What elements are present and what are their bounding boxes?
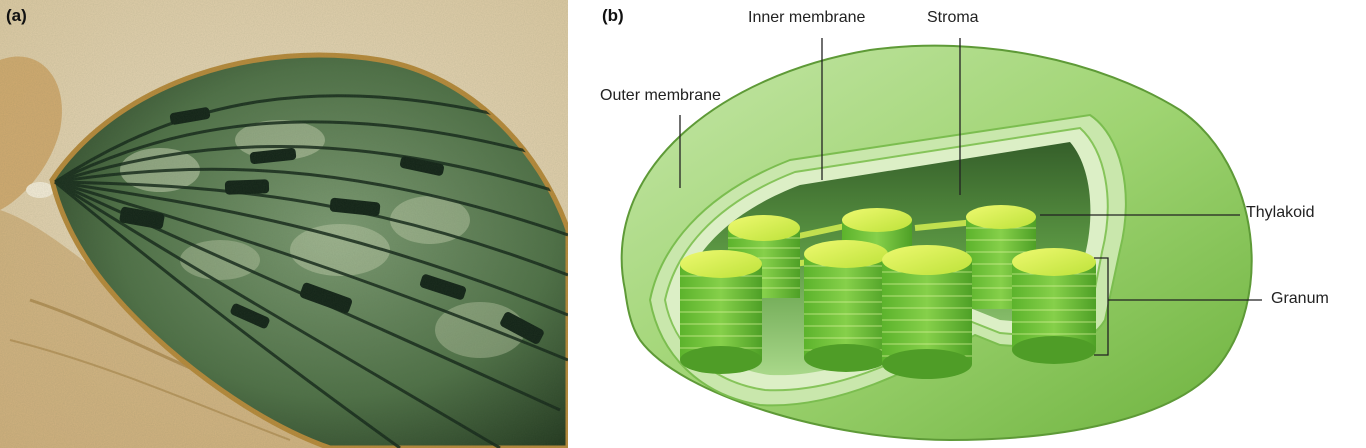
- thylakoid-label: Thylakoid: [1246, 204, 1315, 221]
- granum: [1012, 248, 1096, 364]
- panel-b-label: (b): [602, 6, 624, 25]
- granum-label: Granum: [1271, 290, 1329, 307]
- granum: [804, 240, 888, 372]
- outer-membrane-label: Outer membrane: [600, 87, 721, 104]
- granum: [680, 250, 762, 374]
- granum: [882, 245, 972, 379]
- stroma-label: Stroma: [927, 9, 979, 26]
- panel-a-label: (a): [6, 6, 27, 25]
- granum-bracket: [1094, 257, 1109, 356]
- chloroplast-micrograph: [0, 0, 568, 448]
- inner-membrane-label: Inner membrane: [748, 9, 866, 26]
- micrograph-panel: (a): [0, 0, 568, 448]
